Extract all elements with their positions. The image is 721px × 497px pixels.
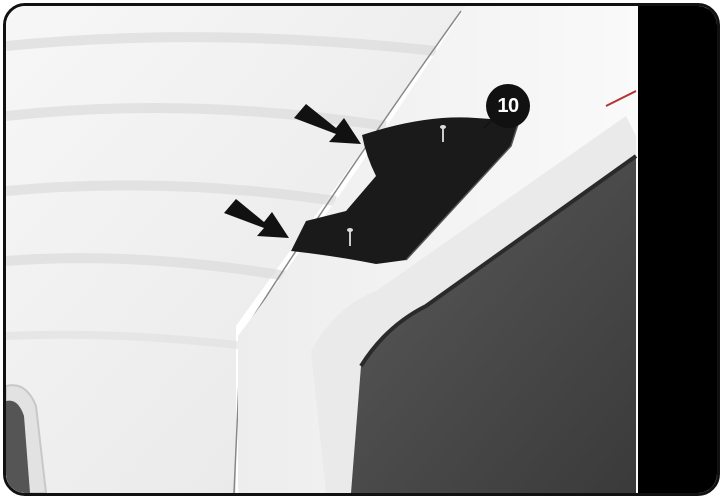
housing-ridge (6, 103, 387, 131)
callout-badge: 10 (486, 84, 530, 128)
front-glass (351, 156, 636, 493)
housing-ridge (6, 180, 337, 206)
housing-ridge (6, 32, 437, 56)
red-accent (605, 90, 637, 107)
arrow-right-down-icon (224, 199, 289, 238)
bracket-edge (405, 120, 520, 261)
illustration-frame: 10 (3, 3, 720, 496)
device-illustration (6, 6, 717, 493)
housing-ridge (6, 253, 287, 281)
bracket-pin (440, 125, 446, 142)
bracket-pin (347, 228, 353, 246)
left-housing (6, 6, 466, 493)
lower-left-window-glass (6, 400, 30, 493)
mounting-bracket (291, 117, 519, 264)
callout-number: 10 (497, 95, 519, 117)
housing-ridge (6, 330, 247, 350)
arrow-right-down-icon (294, 104, 361, 144)
side-dark-panel (638, 6, 717, 493)
glass-border (359, 154, 638, 368)
